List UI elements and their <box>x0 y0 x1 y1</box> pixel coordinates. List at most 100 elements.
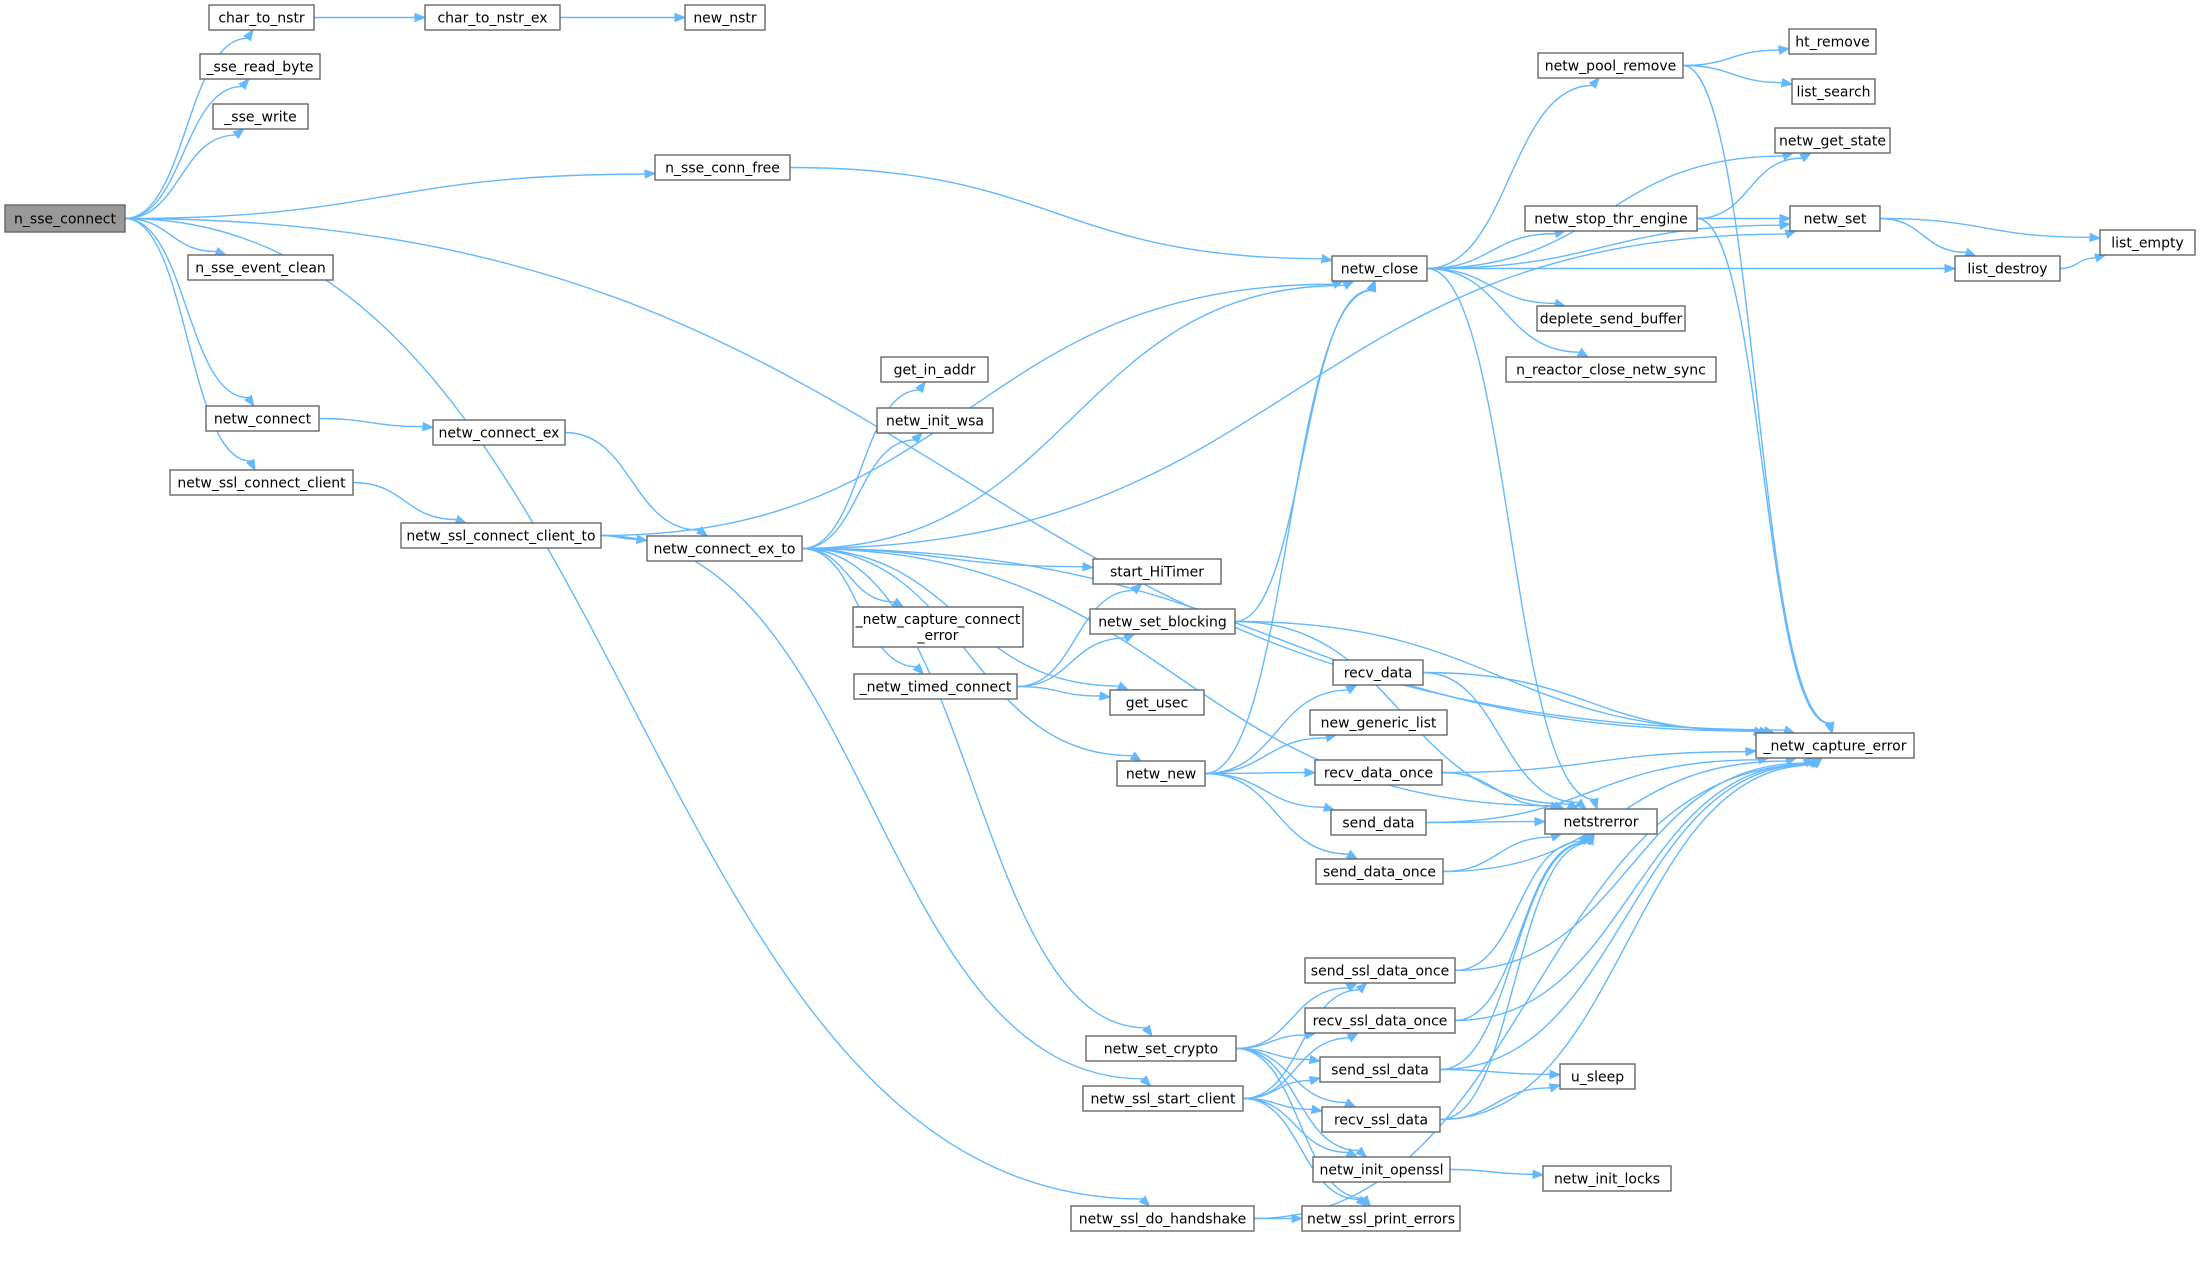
node-box <box>1788 28 1877 55</box>
edge-arrowhead <box>243 28 254 42</box>
node-netw-timed-connect[interactable]: _netw_timed_connect <box>853 673 1018 700</box>
node-n-reactor-close-netw-sync[interactable]: n_reactor_close_netw_sync <box>1505 356 1717 383</box>
node-netw-capture-connect-error[interactable]: _netw_capture_connect_error <box>852 606 1024 648</box>
node-netw-ssl-do-handshake[interactable]: netw_ssl_do_handshake <box>1070 1205 1255 1232</box>
node-recv-ssl-data-once[interactable]: recv_ssl_data_once <box>1304 1007 1456 1034</box>
edge-line <box>1204 689 1348 775</box>
node-char-to-nstr[interactable]: char_to_nstr <box>208 4 315 31</box>
node-list-search[interactable]: list_search <box>1791 78 1876 105</box>
node-netw-init-openssl[interactable]: netw_init_openssl <box>1312 1156 1451 1183</box>
node-recv-ssl-data[interactable]: recv_ssl_data <box>1321 1106 1441 1133</box>
node-send-ssl-data[interactable]: send_ssl_data <box>1319 1056 1441 1083</box>
node-netw-close[interactable]: netw_close <box>1331 255 1428 282</box>
node-new-nstr[interactable]: new_nstr <box>684 4 766 31</box>
node-netw-connect[interactable]: netw_connect <box>205 405 320 432</box>
node-box <box>1559 1063 1636 1090</box>
node-netw-set-blocking[interactable]: netw_set_blocking <box>1089 608 1236 635</box>
node-n-sse-event-clean[interactable]: n_sse_event_clean <box>187 254 334 281</box>
edge-line <box>801 439 915 550</box>
edge-netw_connect_ex_to-to-netw_set <box>801 229 1798 550</box>
node-u-sleep[interactable]: u_sleep <box>1559 1063 1636 1090</box>
edge-n_sse_connect-to-char_to_nstr <box>124 28 254 220</box>
edge-line <box>1016 589 1135 688</box>
edge-arrowhead <box>1532 1169 1545 1179</box>
edge-arrowhead <box>674 12 687 23</box>
node-netw-init-locks[interactable]: netw_init_locks <box>1542 1165 1672 1192</box>
edge-n_sse_connect-to-netw_ssl_do_handshake <box>124 217 1151 1207</box>
node-netw-get-state[interactable]: netw_get_state <box>1774 127 1891 154</box>
node-netw-pool-remove[interactable]: netw_pool_remove <box>1537 52 1684 79</box>
edge-arrowhead <box>1343 1098 1357 1108</box>
edge-netw_new-to-recv_data_once <box>1204 767 1317 778</box>
node-netw-connect-ex-to[interactable]: netw_connect_ex_to <box>646 535 803 562</box>
node-box <box>205 405 320 432</box>
node-box <box>187 254 334 281</box>
node-netw-ssl-start-client[interactable]: netw_ssl_start_client <box>1082 1085 1244 1112</box>
node-netstrerror[interactable]: netstrerror <box>1544 808 1658 835</box>
edge-netw_connect_ex_to-to-_netw_capture_connect_error <box>801 547 905 608</box>
edge-arrowhead <box>1745 746 1758 757</box>
edge-line <box>124 173 646 220</box>
node-netw-capture-error[interactable]: _netw_capture_error <box>1755 732 1915 759</box>
node-label: char_to_nstr_ex <box>437 11 547 27</box>
node-box <box>1330 809 1427 836</box>
edge-arrowhead <box>1320 253 1334 264</box>
node-deplete-send-buffer[interactable]: deplete_send_buffer <box>1536 305 1686 332</box>
edge-netw_pool_remove-to-_netw_capture_error <box>1682 64 1835 735</box>
edge-line <box>1426 84 1593 270</box>
node-label: send_ssl_data <box>1331 1063 1429 1079</box>
edge-line <box>1454 840 1582 972</box>
node-recv-data[interactable]: recv_data <box>1332 659 1424 686</box>
edge-line <box>1235 987 1349 1050</box>
node-send-ssl-data-once[interactable]: send_ssl_data_once <box>1304 957 1456 984</box>
node-get-usec[interactable]: get_usec <box>1109 689 1205 716</box>
node-list-empty[interactable]: list_empty <box>2099 229 2196 256</box>
node-netw-set-crypto[interactable]: netw_set_crypto <box>1085 1035 1237 1062</box>
edge-recv_data-to-netstrerror <box>1422 671 1588 810</box>
edge-n_sse_connect-to-_sse_read_byte <box>124 77 250 220</box>
node-box <box>1089 608 1236 635</box>
node-recv-data-once[interactable]: recv_data_once <box>1314 759 1443 786</box>
edge-arrowhead <box>1116 681 1130 691</box>
node-box <box>199 53 321 80</box>
edge-line <box>1439 763 1813 1071</box>
node-box <box>1321 1106 1441 1133</box>
node-send-data[interactable]: send_data <box>1330 809 1427 836</box>
edge-arrowhead <box>246 458 256 472</box>
node-netw-init-wsa[interactable]: netw_init_wsa <box>876 407 994 434</box>
node-sse-write[interactable]: _sse_write <box>212 103 309 130</box>
node-new-generic-list[interactable]: new_generic_list <box>1309 709 1448 736</box>
edge-line <box>124 85 243 220</box>
edge-line <box>1242 1097 1360 1201</box>
edge-arrowhead <box>1589 797 1599 811</box>
node-sse-read-byte[interactable]: _sse_read_byte <box>199 53 321 80</box>
node-send-data-once[interactable]: send_data_once <box>1315 858 1444 885</box>
node-netw-ssl-print-errors[interactable]: netw_ssl_print_errors <box>1301 1205 1461 1232</box>
edge-line <box>1439 1087 1551 1121</box>
node-n-sse-conn-free[interactable]: n_sse_conn_free <box>654 154 791 181</box>
node-char-to-nstr-ex[interactable]: char_to_nstr_ex <box>424 4 561 31</box>
node-netw-new[interactable]: netw_new <box>1116 760 1206 787</box>
node-get-in-addr[interactable]: get_in_addr <box>880 356 989 383</box>
edge-line <box>1235 1047 1347 1104</box>
node-netw-stop-thr-engine[interactable]: netw_stop_thr_engine <box>1524 205 1698 232</box>
node-netw-connect-ex[interactable]: netw_connect_ex <box>432 419 566 446</box>
edge-netw_new-to-recv_data <box>1204 684 1358 775</box>
node-label: recv_data <box>1344 666 1413 682</box>
node-label: list_empty <box>2111 236 2183 252</box>
node-n-sse-connect[interactable]: n_sse_connect <box>4 204 126 233</box>
function-nodes: n_sse_connect char_to_nstr char_to_nstr_ex… <box>4 4 2196 1232</box>
node-netw-ssl-connect-client[interactable]: netw_ssl_connect_client <box>169 469 354 496</box>
node-netw-set[interactable]: netw_set <box>1789 205 1881 232</box>
node-label: list_search <box>1796 85 1870 101</box>
node-box <box>646 535 803 562</box>
node-netw-ssl-connect-client-to[interactable]: netw_ssl_connect_client_to <box>400 522 602 549</box>
node-label: netw_close <box>1341 262 1419 278</box>
node-ht-remove[interactable]: ht_remove <box>1788 28 1877 55</box>
node-label: netw_ssl_start_client <box>1091 1092 1236 1108</box>
node-start-HiTimer[interactable]: start_HiTimer <box>1092 558 1222 585</box>
edge-netw_new-to-new_generic_list <box>1204 733 1338 775</box>
node-label: netw_connect_ex <box>439 426 560 442</box>
node-list-destroy[interactable]: list_destroy <box>1954 255 2061 282</box>
